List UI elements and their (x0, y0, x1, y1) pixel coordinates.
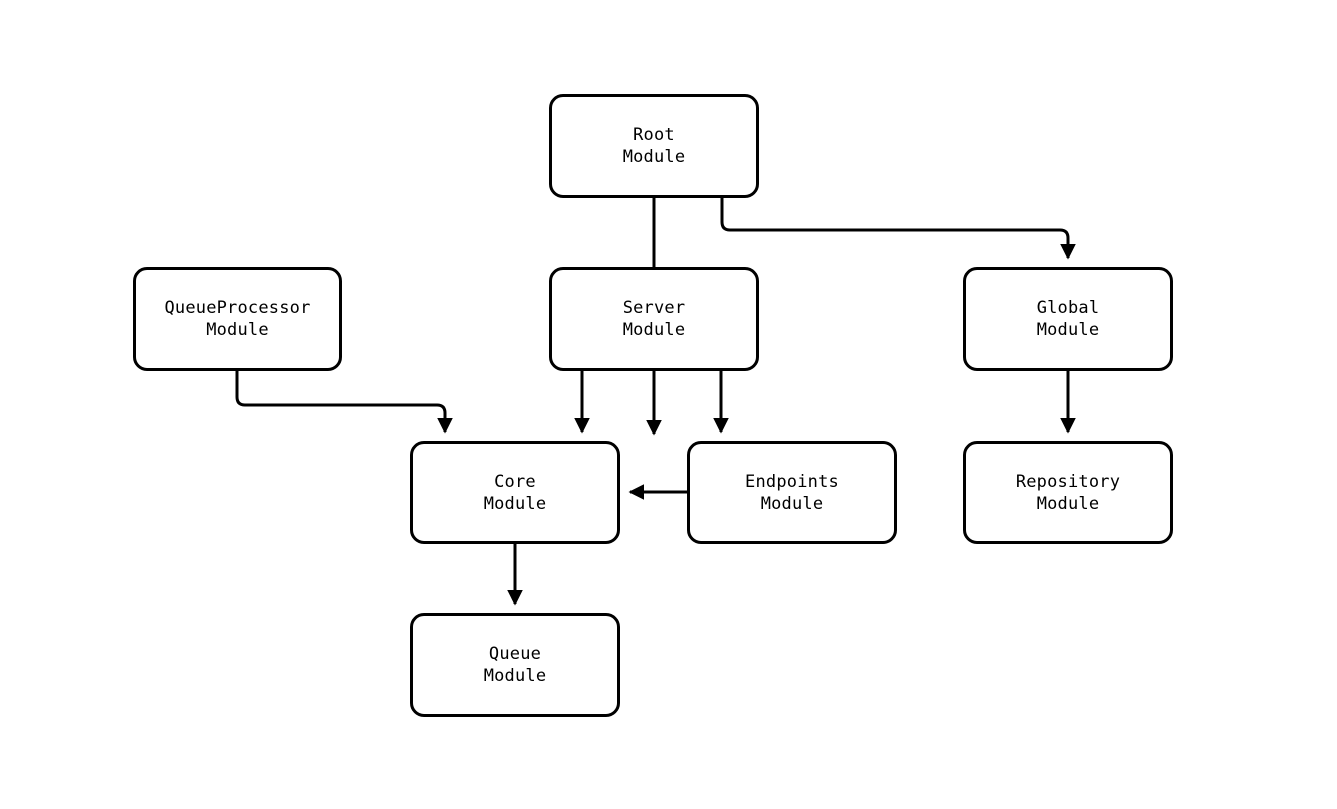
node-core[interactable]: Core Module (410, 441, 620, 544)
node-endpoints[interactable]: Endpoints Module (687, 441, 897, 544)
node-core-label: Core Module (483, 471, 547, 514)
node-global-label: Global Module (1036, 298, 1100, 340)
node-server[interactable]: Server Module (549, 267, 759, 371)
edge-root-global (720, 198, 1076, 260)
node-queueprocessor-label: QueueProcessor Module (164, 298, 311, 340)
edge-queueprocessor-core (235, 371, 453, 434)
node-root[interactable]: Root Module (549, 94, 759, 198)
node-repository-label: Repository Module (1015, 471, 1121, 514)
node-root-label: Root Module (622, 125, 686, 167)
node-endpoints-label: Endpoints Module (745, 471, 839, 514)
node-queueprocessor[interactable]: QueueProcessor Module (133, 267, 342, 371)
node-repository[interactable]: Repository Module (963, 441, 1173, 544)
node-queue-label: Queue Module (483, 644, 547, 686)
node-global[interactable]: Global Module (963, 267, 1173, 371)
node-queue[interactable]: Queue Module (410, 613, 620, 717)
node-server-label: Server Module (622, 298, 686, 340)
